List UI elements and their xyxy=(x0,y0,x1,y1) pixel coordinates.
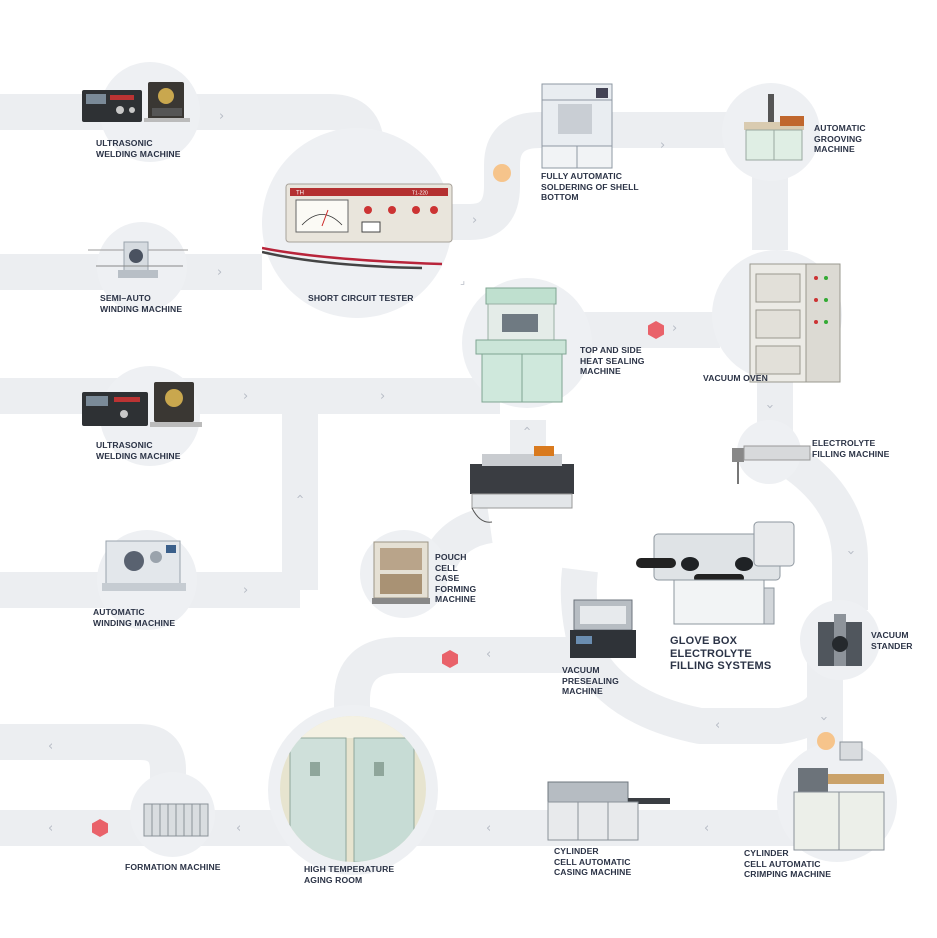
hexagon-marker-icon xyxy=(442,650,458,668)
label-pouch-cell-forming: POUCH CELL CASE FORMING MACHINE xyxy=(435,552,477,604)
vacuum-stander-icon xyxy=(818,614,862,666)
chevron-up-icon: › xyxy=(520,425,536,432)
label-cylinder-crimping: CYLINDER CELL AUTOMATIC CRIMPING MACHINE xyxy=(744,848,832,879)
chevron-left-icon: ‹ xyxy=(236,821,242,836)
chevron-right-icon: › xyxy=(217,265,223,280)
glove-box-icon xyxy=(636,521,795,625)
winding-machine-icon xyxy=(102,540,186,591)
heat-sealing-machine-icon xyxy=(475,287,567,403)
crimping-machine-icon xyxy=(793,741,885,851)
label-vacuum-oven: VACUUM OVEN xyxy=(703,373,768,383)
chevron-left-icon: ‹ xyxy=(48,739,54,754)
label-aging-room: HIGH TEMPERATURE AGING ROOM xyxy=(304,864,395,885)
formation-machine-icon xyxy=(143,803,209,837)
label-semi-auto-winding: SEMI–AUTO WINDING MACHINE xyxy=(100,293,183,314)
electrolyte-filler-icon xyxy=(732,445,811,484)
label-vacuum-presealing: VACUUM PRESEALING MACHINE xyxy=(562,665,619,696)
chevron-right-icon: › xyxy=(243,583,249,598)
label-ultrasonic-welding-1: ULTRASONIC WELDING MACHINE xyxy=(96,138,181,159)
casing-machine-icon xyxy=(547,781,670,841)
track-presealing xyxy=(334,637,600,740)
presealing-machine-icon xyxy=(570,599,636,658)
chevron-down-icon: › xyxy=(762,403,778,410)
label-glove-box: GLOVE BOX ELECTROLYTE FILLING SYSTEMS xyxy=(670,635,772,672)
chevron-right-icon: › xyxy=(672,321,678,336)
dot-marker-icon xyxy=(817,732,835,750)
chevron-left-icon: ‹ xyxy=(48,821,54,836)
ultrasonic-welder-icon xyxy=(82,382,202,427)
label-automatic-grooving: AUTOMATIC GROOVING MACHINE xyxy=(814,123,866,154)
track-lower-left xyxy=(0,724,186,810)
label-cylinder-casing: CYLINDER CELL AUTOMATIC CASING MACHINE xyxy=(554,846,632,877)
chevron-right-icon: › xyxy=(243,389,249,404)
chevron-left-icon: ‹ xyxy=(704,821,710,836)
hexagon-marker-icon xyxy=(648,321,664,339)
label-top-side-heat-sealing: TOP AND SIDE HEAT SEALING MACHINE xyxy=(580,345,645,376)
label-short-circuit-tester: SHORT CIRCUIT TESTER xyxy=(308,293,414,303)
track-arc-down xyxy=(779,445,868,610)
svg-text:T1-220: T1-220 xyxy=(412,191,428,197)
chevron-right-icon: › xyxy=(219,109,225,124)
label-formation-machine: FORMATION MACHINE xyxy=(125,862,221,872)
winding-machine-icon xyxy=(88,241,188,278)
label-vacuum-stander: VACUUM STANDER xyxy=(871,630,913,651)
chevron-right-icon: › xyxy=(472,213,478,228)
chevron-right-icon: › xyxy=(660,138,666,153)
dot-marker-icon xyxy=(493,164,511,182)
chevron-left-icon: ‹ xyxy=(486,647,492,662)
vacuum-oven-icon xyxy=(749,263,841,383)
label-electrolyte-filling: ELECTROLYTE FILLING MACHINE xyxy=(812,438,890,459)
short-circuit-tester-icon: TH T1-220 xyxy=(262,183,453,270)
ultrasonic-welder-icon xyxy=(82,82,190,122)
label-automatic-winding: AUTOMATIC WINDING MACHINE xyxy=(93,607,176,628)
corner-arrow-icon: ⌟ xyxy=(460,274,466,287)
label-ultrasonic-welding-2: ULTRASONIC WELDING MACHINE xyxy=(96,440,181,461)
chevron-down-icon: › xyxy=(816,715,832,722)
chevron-right-icon: › xyxy=(380,389,386,404)
pouch-forming-head-icon xyxy=(470,446,574,523)
hexagon-marker-icon xyxy=(92,819,108,837)
soldering-machine-icon xyxy=(541,83,613,169)
svg-text:TH: TH xyxy=(296,191,304,197)
chevron-down-icon: › xyxy=(843,549,859,556)
pouch-forming-machine-icon xyxy=(372,541,430,604)
grooving-machine-icon xyxy=(744,94,804,161)
chevron-left-icon: ‹ xyxy=(486,821,492,836)
aging-room-icon xyxy=(280,716,426,862)
chevron-left-icon: ‹ xyxy=(715,718,721,733)
chevron-up-icon: › xyxy=(293,493,309,500)
label-soldering-shell-bottom: FULLY AUTOMATIC SOLDERING OF SHELL BOTTO… xyxy=(541,171,639,202)
